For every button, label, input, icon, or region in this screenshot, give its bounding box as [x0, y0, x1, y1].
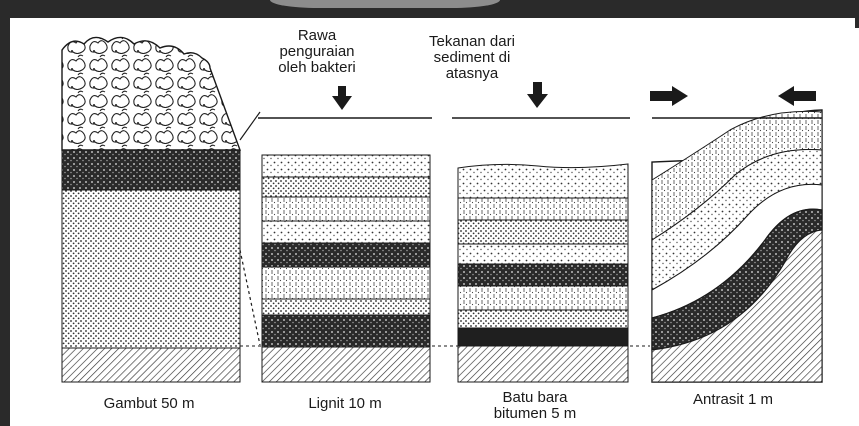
down-arrow-icon — [527, 82, 548, 108]
caption-antrasit: Antrasit 1 m — [668, 392, 798, 408]
annotation-rawa: Rawa penguraian oleh bakteri — [262, 28, 372, 76]
gambut-peat-layer — [62, 190, 240, 348]
column-antrasit — [652, 110, 822, 382]
column-bitumen — [452, 118, 630, 382]
column-gambut — [62, 37, 240, 382]
gambut-top-vegetation — [62, 37, 240, 150]
connector-top — [240, 112, 260, 140]
gambut-base-rock — [62, 348, 240, 382]
right-arrow-icon — [650, 86, 688, 106]
left-arrow-icon — [778, 86, 816, 106]
down-arrow-icon — [332, 86, 352, 110]
caption-bitumen: Batu bara bitumen 5 m — [470, 390, 600, 422]
caption-gambut: Gambut 50 m — [74, 396, 224, 412]
caption-lignit: Lignit 10 m — [280, 396, 410, 412]
gambut-dark-band — [62, 150, 240, 190]
column-lignit — [258, 118, 432, 382]
connector-bottom — [240, 250, 260, 345]
annotation-tekanan: Tekanan dari sediment di atasnya — [412, 34, 532, 82]
